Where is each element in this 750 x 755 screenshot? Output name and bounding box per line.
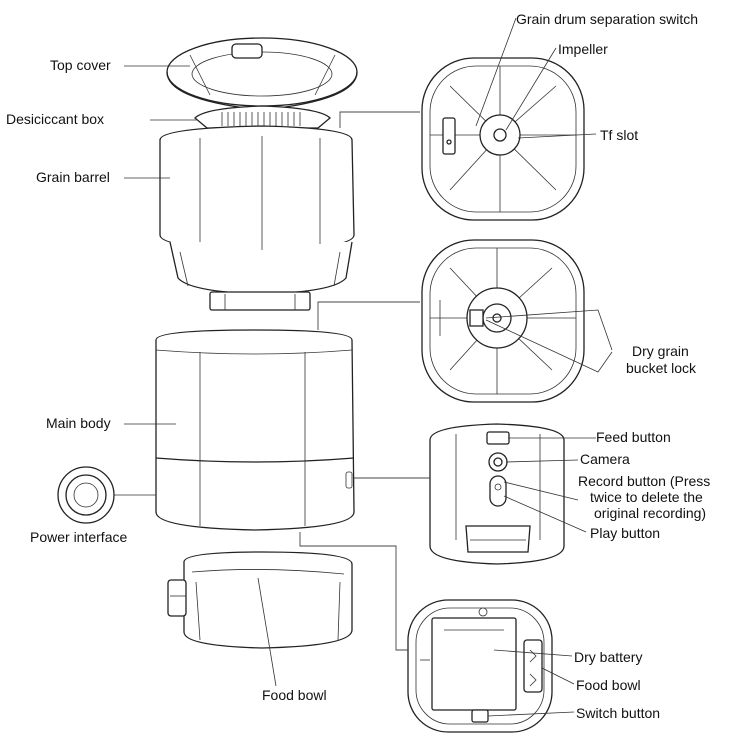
top-view-lock [421, 239, 585, 403]
label-main-body: Main body [46, 415, 111, 431]
label-play-button: Play button [590, 525, 660, 541]
label-impeller: Impeller [558, 41, 608, 57]
label-dry-grain-lock-2: bucket lock [626, 360, 697, 376]
label-record-button-1: Record button (Press [578, 473, 710, 489]
label-camera: Camera [580, 451, 630, 467]
label-grain-barrel: Grain barrel [36, 169, 110, 185]
front-view-buttons [429, 423, 565, 565]
desiccant-box [194, 105, 331, 129]
main-body [155, 329, 355, 531]
label-power-interface: Power interface [30, 529, 127, 545]
top-cover [166, 37, 358, 111]
label-grain-drum-switch: Grain drum separation switch [516, 11, 698, 27]
label-dry-battery: Dry battery [574, 649, 642, 665]
label-food-bowl-left: Food bowl [262, 687, 327, 703]
leader-lines [114, 17, 613, 717]
label-record-button-2: twice to delete the [590, 489, 703, 505]
label-desiccant-box: Desiciccant box [6, 111, 104, 127]
label-top-cover: Top cover [50, 57, 111, 73]
grain-barrel [159, 125, 355, 311]
label-switch-button: Switch button [576, 705, 660, 721]
bottom-view-battery [407, 599, 553, 733]
label-tf-slot: Tf slot [600, 127, 638, 143]
label-record-button-3: original recording) [594, 505, 706, 521]
top-view-impeller [421, 57, 585, 221]
connector-lines [299, 111, 430, 651]
label-dry-grain-lock-1: Dry grain [632, 343, 689, 359]
label-food-bowl-right: Food bowl [576, 677, 641, 693]
power-interface [57, 466, 115, 524]
food-bowl-left [167, 551, 353, 649]
labels: Top cover Desiciccant box Grain barrel M… [6, 11, 710, 721]
label-feed-button: Feed button [596, 429, 671, 445]
